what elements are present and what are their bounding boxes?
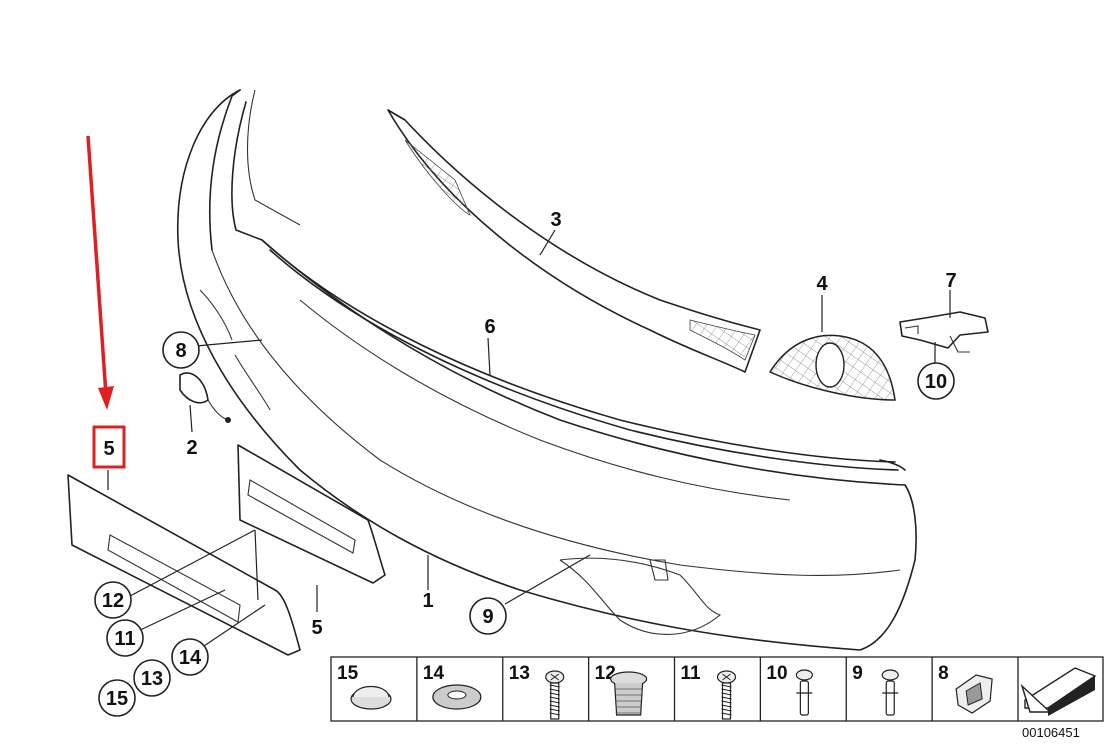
callout-1: 1 bbox=[422, 590, 433, 612]
callout-13: 13 bbox=[141, 668, 163, 690]
legend-cell: 8 bbox=[938, 663, 993, 714]
legend-cell: 14 bbox=[423, 663, 482, 710]
callout-13-circle bbox=[133, 659, 171, 697]
screw-icon bbox=[545, 670, 565, 720]
callout-14-circle bbox=[171, 638, 209, 676]
callout-8-circle bbox=[162, 331, 200, 369]
legend-label: 14 bbox=[423, 663, 445, 684]
screw-icon bbox=[716, 670, 737, 720]
license-plate-base-right bbox=[237, 444, 386, 584]
legend-cell: 15 bbox=[337, 663, 392, 710]
bumper-cover bbox=[176, 89, 917, 651]
callout-12-circle bbox=[94, 581, 132, 619]
legend-label: 10 bbox=[766, 663, 787, 684]
washer-icon bbox=[432, 684, 482, 710]
callout-6: 6 bbox=[484, 316, 495, 338]
rivet-icon bbox=[795, 669, 813, 716]
parts-legend: 15 14 13 12 11 10 9 8 bbox=[330, 656, 1104, 722]
grommet-icon bbox=[610, 671, 648, 716]
highlight-box bbox=[92, 425, 126, 469]
legend-label: 15 bbox=[337, 663, 359, 684]
legend-cell: 11 bbox=[681, 663, 737, 720]
reference-number: 00106451 bbox=[1022, 725, 1080, 740]
callout-8: 8 bbox=[175, 340, 186, 362]
tow-hook-cover bbox=[179, 372, 231, 423]
callout-9: 9 bbox=[482, 606, 493, 628]
mounting-bracket bbox=[899, 311, 989, 353]
callout-9-circle bbox=[469, 597, 507, 635]
legend-label: 8 bbox=[938, 663, 949, 684]
rivet-icon bbox=[881, 669, 899, 716]
callout-14: 14 bbox=[179, 647, 202, 669]
legend-cell: 12 bbox=[595, 663, 648, 716]
callout-12: 12 bbox=[102, 590, 124, 612]
callout-3: 3 bbox=[550, 209, 561, 231]
legend-label: 11 bbox=[681, 663, 702, 684]
leader-lines bbox=[107, 229, 951, 653]
plug-icon bbox=[350, 685, 392, 710]
legend-cell: 13 bbox=[509, 663, 565, 720]
callout-5: 5 bbox=[311, 617, 322, 639]
bracket-icon bbox=[955, 674, 993, 714]
legend-cell: 10 bbox=[766, 663, 813, 716]
license-plate-base-left bbox=[67, 474, 301, 656]
callout-10: 10 bbox=[925, 371, 947, 393]
side-grille bbox=[768, 334, 896, 401]
highlight-arrow bbox=[86, 135, 114, 410]
center-grille bbox=[387, 109, 761, 373]
callout-5-highlighted: 5 bbox=[103, 438, 114, 460]
callout-15-circle bbox=[98, 679, 136, 717]
callout-7: 7 bbox=[945, 270, 956, 292]
callout-15: 15 bbox=[106, 688, 128, 710]
callout-4: 4 bbox=[816, 273, 828, 295]
navigation-arrow-icon bbox=[1020, 667, 1097, 716]
callout-10-circle bbox=[917, 362, 955, 400]
legend-label: 13 bbox=[509, 663, 530, 684]
legend-cell: 9 bbox=[852, 663, 899, 716]
callout-labels: 8 2 3 4 6 7 10 5 5 1 9 12 11 14 13 15 bbox=[92, 209, 957, 717]
callout-2: 2 bbox=[186, 437, 197, 459]
callout-11-circle bbox=[106, 619, 144, 657]
upper-trim-strip bbox=[261, 239, 899, 471]
legend-label: 9 bbox=[852, 663, 863, 684]
callout-11: 11 bbox=[114, 628, 135, 650]
